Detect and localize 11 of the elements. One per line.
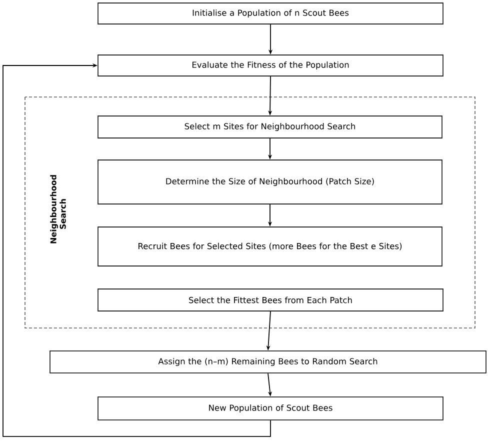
group-label: Neighbourhood Search	[50, 175, 66, 244]
process-box: Determine the Size of Neighbourhood (Patch Size)	[98, 160, 442, 204]
process-box: Assign the (n–m) Remaining Bees to Random Search	[50, 350, 486, 374]
process-box: Select m Sites for Neighbourhood Search	[98, 116, 442, 138]
process-box: Initialise a Population of n Scout Bees	[98, 2, 444, 24]
process-box: Recruit Bees for Selected Sites (more Bees for the Best e Sites)	[98, 226, 442, 266]
process-box: Evaluate the Fitness of the Population	[98, 54, 444, 76]
group-frame	[24, 96, 476, 328]
arrow	[2, 63, 271, 437]
process-box: New Population of Scout Bees	[98, 396, 444, 420]
process-box: Select the Fittest Bees from Each Patch	[98, 288, 444, 312]
